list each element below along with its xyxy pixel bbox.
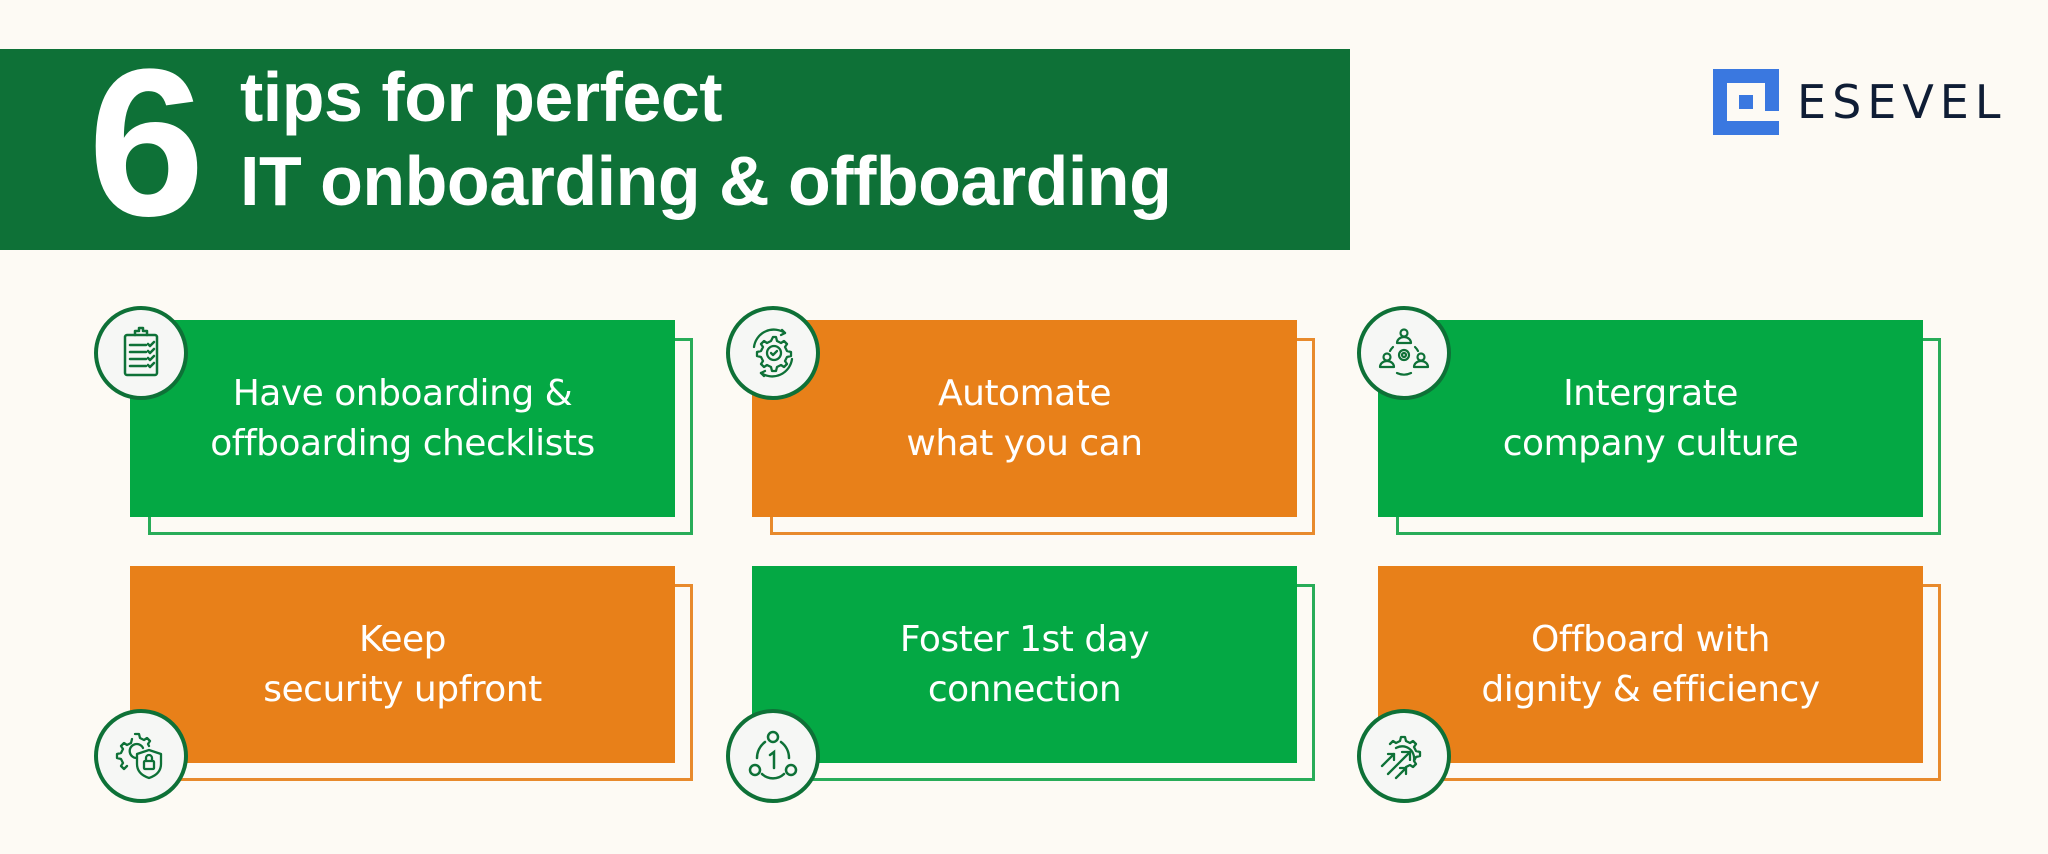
tip-label: Automate what you can [906,369,1143,469]
tip-label: Have onboarding & offboarding checklists [210,369,595,469]
title-number: 6 [88,25,205,260]
tip-card-checklists: Have onboarding & offboarding checklists [130,320,693,535]
tip-label: Keep security upfront [263,615,542,715]
tip-card-culture: Intergrate company culture [1378,320,1941,535]
tip-label-line-2: security upfront [263,668,542,710]
tip-card-offboard: Offboard with dignity & efficiency [1378,566,1941,781]
gear-shield-lock-icon [94,709,188,803]
card-fill: Intergrate company culture [1378,320,1923,517]
tip-label-line-2: company culture [1502,422,1799,464]
clipboard-checklist-icon [94,306,188,400]
card-fill: Keep security upfront [130,566,675,763]
card-fill: Have onboarding & offboarding checklists [130,320,675,517]
tip-label-line-2: offboarding checklists [210,422,595,464]
tip-card-first-day: Foster 1st day connection [752,566,1315,781]
tip-label: Foster 1st day connection [899,615,1150,715]
card-fill: Automate what you can [752,320,1297,517]
esevel-logo-text: ESEVEL [1797,75,2007,129]
tip-label-line-1: Offboard with [1531,618,1770,660]
title-line-1: tips for perfect [240,58,723,136]
tip-label-line-1: Foster 1st day [899,618,1150,660]
gear-arrows-icon [1357,709,1451,803]
tip-card-automate: Automate what you can [752,320,1315,535]
card-fill: Foster 1st day connection [752,566,1297,763]
gear-cycle-check-icon [726,306,820,400]
tip-label-line-1: Keep [359,618,446,660]
tip-label-line-1: Have onboarding & [232,372,573,414]
tip-label-line-1: Automate [938,372,1111,414]
tip-label: Intergrate company culture [1503,369,1799,469]
connection-one-icon [726,709,820,803]
title-line-2: IT onboarding & offboarding [240,142,1172,220]
esevel-logo: ESEVEL [1713,69,2007,135]
tip-card-security: Keep security upfront [130,566,693,781]
esevel-logo-mark-icon [1713,69,1779,135]
tip-label-line-1: Intergrate [1563,372,1738,414]
card-fill: Offboard with dignity & efficiency [1378,566,1923,763]
title-banner [0,49,1350,250]
tip-label-line-2: dignity & efficiency [1481,668,1820,710]
tip-label-line-2: what you can [906,422,1143,464]
tip-label: Offboard with dignity & efficiency [1481,615,1820,715]
tip-label-line-2: connection [927,668,1122,710]
team-gear-icon [1357,306,1451,400]
